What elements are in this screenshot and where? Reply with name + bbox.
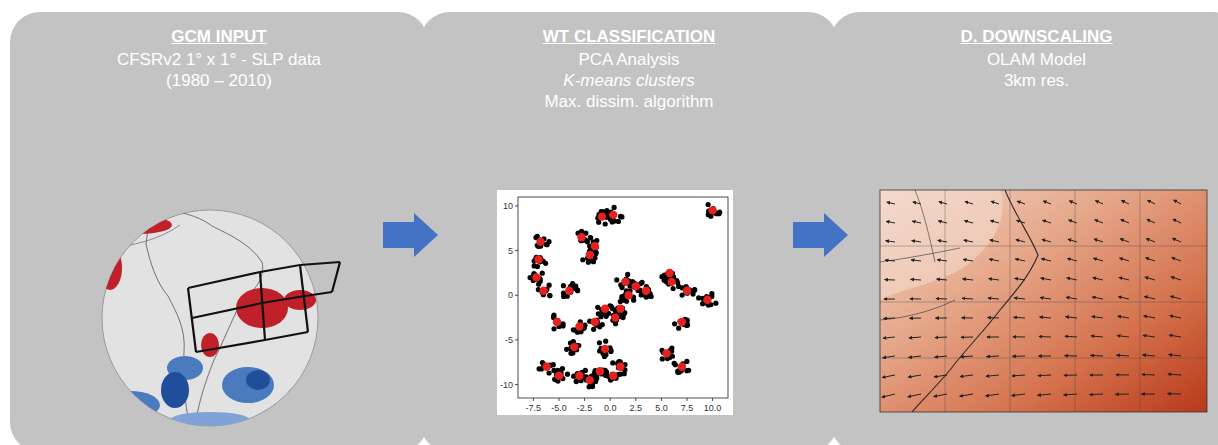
flow-arrow [383,213,438,257]
axis-tick-label: -7.5 [526,403,542,413]
panel-text: 3km res. [830,70,1218,91]
panel-text: CFSRv2 1° x 1° - SLP data [10,49,428,70]
axis-tick-label: 10 [503,201,513,211]
axis-tick-label: -5.0 [551,403,567,413]
axis-tick-label: -5 [505,335,513,345]
scatter-plot [497,190,733,415]
flow-arrow [793,213,848,257]
axis-tick-label: 0 [508,290,513,300]
axis-tick-label: -10 [500,380,513,390]
panel-text: K-means clusters [420,70,838,91]
axis-tick-label: -2.5 [577,403,593,413]
panel-heading: GCM INPUT [10,26,428,47]
axis-tick-label: 0.0 [604,403,617,413]
panel-text: PCA Analysis [420,49,838,70]
axis-tick-label: 7.5 [681,403,694,413]
panel-heading: WT CLASSIFICATION [420,26,838,47]
globe-illustration [98,202,340,430]
panel-heading: D. DOWNSCALING [830,26,1218,47]
panel-text: OLAM Model [830,49,1218,70]
axis-tick-label: 2.5 [630,403,643,413]
axis-tick-label: 5.0 [655,403,668,413]
panel-text: (1980 – 2010) [10,70,428,91]
panel-text: Max. dissim. algorithm [420,91,838,112]
map-illustration [880,190,1207,412]
axis-tick-label: 10.0 [704,403,722,413]
axis-tick-label: 5 [508,246,513,256]
